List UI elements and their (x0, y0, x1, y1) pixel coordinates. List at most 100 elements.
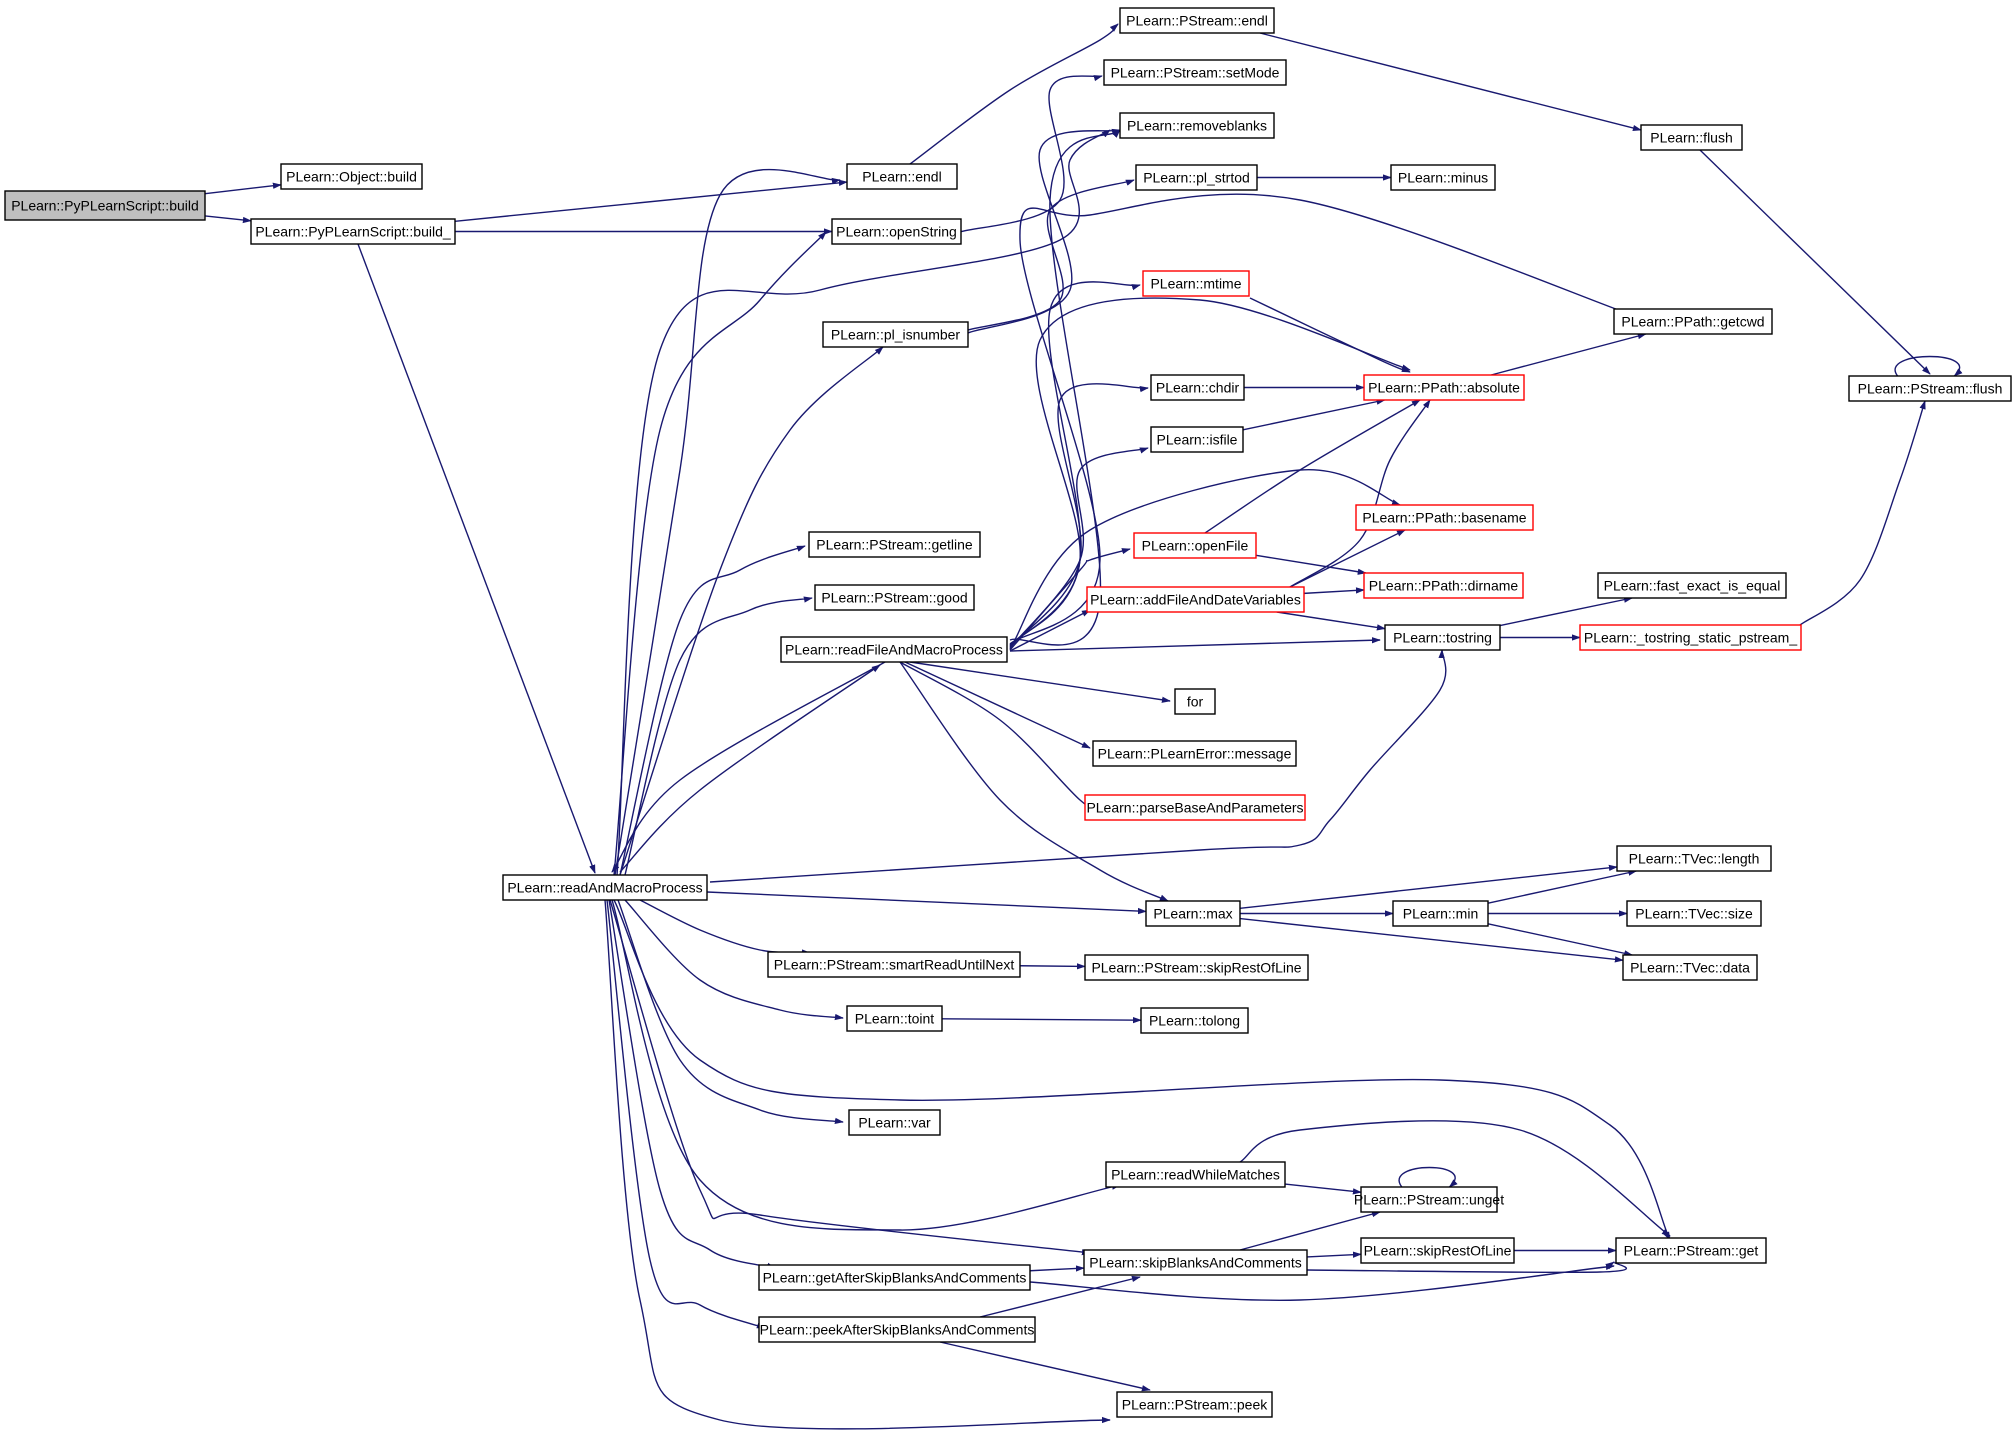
node-box[interactable] (1103, 59, 1287, 86)
node-box[interactable] (4, 190, 206, 221)
node-box[interactable] (1145, 900, 1241, 927)
node-pl_strtod[interactable]: PLearn::pl_strtod (1135, 164, 1258, 191)
node-box[interactable] (848, 1109, 941, 1136)
node-parseBase[interactable]: PLearn::parseBaseAndParameters (1084, 794, 1306, 821)
node-ps_skipRest[interactable]: PLearn::PStream::skipRestOfLine (1084, 954, 1309, 981)
node-box[interactable] (767, 951, 1021, 978)
node-box[interactable] (1613, 308, 1773, 335)
node-box[interactable] (1615, 1237, 1767, 1264)
node-chdir[interactable]: PLearn::chdir (1150, 374, 1245, 401)
node-box[interactable] (758, 1316, 1036, 1343)
node-box[interactable] (1150, 374, 1245, 401)
node-box[interactable] (822, 321, 969, 348)
node-peekAfter[interactable]: PLearn::peekAfterSkipBlanksAndComments (758, 1316, 1036, 1343)
node-box[interactable] (846, 1005, 943, 1032)
node-data[interactable]: PLearn::TVec::data (1622, 954, 1758, 981)
node-ps_endl[interactable]: PLearn::PStream::endl (1119, 7, 1275, 34)
node-var[interactable]: PLearn::var (848, 1109, 941, 1136)
node-box[interactable] (1597, 572, 1787, 599)
node-box[interactable] (1626, 900, 1762, 927)
node-box[interactable] (1848, 375, 2012, 402)
node-dirname[interactable]: PLearn::PPath::dirname (1363, 572, 1524, 599)
node-box[interactable] (1142, 270, 1250, 297)
node-box[interactable] (1579, 624, 1802, 651)
node-readAndMacro[interactable]: PLearn::readAndMacroProcess (502, 874, 708, 901)
node-mtime[interactable]: PLearn::mtime (1142, 270, 1250, 297)
node-for[interactable]: for (1174, 688, 1216, 715)
node-size[interactable]: PLearn::TVec::size (1626, 900, 1762, 927)
node-pl_isnumber[interactable]: PLearn::pl_isnumber (822, 321, 969, 348)
node-box[interactable] (1384, 624, 1501, 651)
node-fast_exact[interactable]: PLearn::fast_exact_is_equal (1597, 572, 1787, 599)
node-max[interactable]: PLearn::max (1145, 900, 1241, 927)
node-toint[interactable]: PLearn::toint (846, 1005, 943, 1032)
node-box[interactable] (780, 636, 1008, 663)
node-peek[interactable]: PLearn::PStream::peek (1116, 1391, 1273, 1418)
node-box[interactable] (1355, 504, 1534, 531)
node-skipRest[interactable]: PLearn::skipRestOfLine (1360, 1237, 1515, 1264)
node-readWhile[interactable]: PLearn::readWhileMatches (1105, 1161, 1286, 1188)
node-length[interactable]: PLearn::TVec::length (1616, 845, 1772, 872)
node-build[interactable]: PLearn::PyPLearnScript::build (4, 190, 206, 221)
node-box[interactable] (1133, 532, 1257, 559)
node-box[interactable] (814, 584, 975, 611)
node-tostring[interactable]: PLearn::tostring (1384, 624, 1501, 651)
node-isfile[interactable]: PLearn::isfile (1150, 426, 1244, 453)
node-getline[interactable]: PLearn::PStream::getline (808, 531, 981, 558)
node-box[interactable] (1360, 1186, 1498, 1213)
node-box[interactable] (1616, 845, 1772, 872)
node-box[interactable] (1390, 164, 1496, 191)
node-ps_flush[interactable]: PLearn::PStream::flush (1848, 375, 2012, 402)
node-box[interactable] (1119, 7, 1275, 34)
node-build_[interactable]: PLearn::PyPLearnScript::build_ (250, 218, 456, 245)
node-openFile[interactable]: PLearn::openFile (1133, 532, 1257, 559)
node-minus[interactable]: PLearn::minus (1390, 164, 1496, 191)
node-unget[interactable]: PLearn::PStream::unget (1354, 1186, 1504, 1213)
node-good[interactable]: PLearn::PStream::good (814, 584, 975, 611)
node-box[interactable] (831, 218, 962, 245)
node-box[interactable] (1140, 1007, 1249, 1034)
node-getAfter[interactable]: PLearn::getAfterSkipBlanksAndComments (758, 1264, 1031, 1291)
node-tolong[interactable]: PLearn::tolong (1140, 1007, 1249, 1034)
node-basename[interactable]: PLearn::PPath::basename (1355, 504, 1534, 531)
node-box[interactable] (1392, 900, 1489, 927)
node-flush[interactable]: PLearn::flush (1640, 124, 1743, 151)
node-setMode[interactable]: PLearn::PStream::setMode (1103, 59, 1287, 86)
node-smartRead[interactable]: PLearn::PStream::smartReadUntilNext (767, 951, 1021, 978)
node-box[interactable] (1105, 1161, 1286, 1188)
node-box[interactable] (808, 531, 981, 558)
node-box[interactable] (1360, 1237, 1515, 1264)
node-box[interactable] (1150, 426, 1244, 453)
node-readFile[interactable]: PLearn::readFileAndMacroProcess (780, 636, 1008, 663)
node-addFile[interactable]: PLearn::addFileAndDateVariables (1086, 586, 1305, 613)
node-box[interactable] (1086, 586, 1305, 613)
node-obj_build[interactable]: PLearn::Object::build (280, 163, 423, 190)
node-message[interactable]: PLearn::PLearnError::message (1092, 740, 1297, 767)
node-get[interactable]: PLearn::PStream::get (1615, 1237, 1767, 1264)
node-box[interactable] (1116, 1391, 1273, 1418)
node-box[interactable] (280, 163, 423, 190)
node-box[interactable] (758, 1264, 1031, 1291)
node-box[interactable] (846, 163, 958, 190)
node-box[interactable] (502, 874, 708, 901)
node-box[interactable] (1083, 1249, 1308, 1276)
node-box[interactable] (1640, 124, 1743, 151)
node-box[interactable] (1084, 954, 1309, 981)
node-box[interactable] (1084, 794, 1306, 821)
node-box[interactable] (1092, 740, 1297, 767)
node-box[interactable] (1622, 954, 1758, 981)
node-getcwd[interactable]: PLearn::PPath::getcwd (1613, 308, 1773, 335)
node-box[interactable] (250, 218, 456, 245)
node-box[interactable] (1363, 374, 1525, 401)
node-absolute[interactable]: PLearn::PPath::absolute (1363, 374, 1525, 401)
node-box[interactable] (1135, 164, 1258, 191)
node-box[interactable] (1363, 572, 1524, 599)
node-removeblanks[interactable]: PLearn::removeblanks (1119, 112, 1275, 139)
node-openString[interactable]: PLearn::openString (831, 218, 962, 245)
node-box[interactable] (1174, 688, 1216, 715)
node-tostring_static[interactable]: PLearn::_tostring_static_pstream_ (1579, 624, 1802, 651)
node-skipBlanks[interactable]: PLearn::skipBlanksAndComments (1083, 1249, 1308, 1276)
node-min[interactable]: PLearn::min (1392, 900, 1489, 927)
node-endl[interactable]: PLearn::endl (846, 163, 958, 190)
node-box[interactable] (1119, 112, 1275, 139)
